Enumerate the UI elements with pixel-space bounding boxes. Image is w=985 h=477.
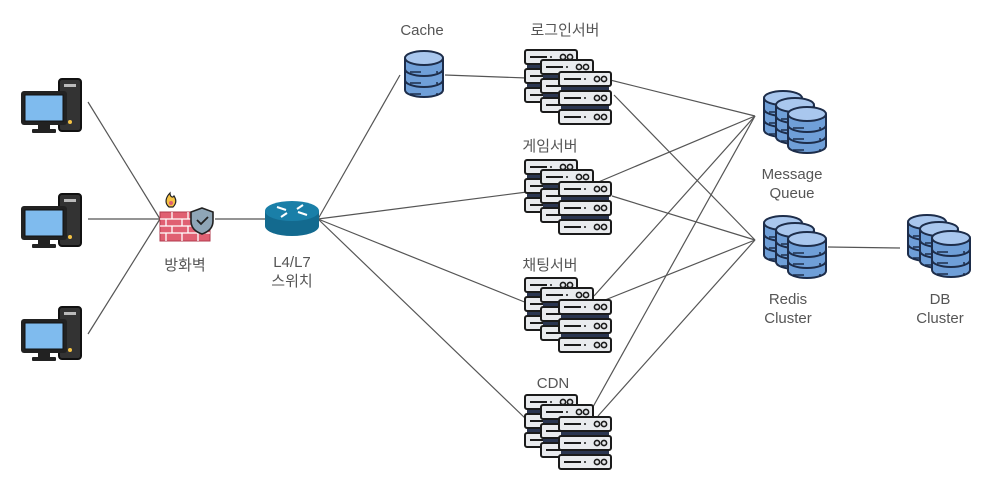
game-server-label: 게임서버 (522, 138, 578, 155)
edge-switch-game (317, 191, 528, 220)
cdn-server-icon (525, 395, 611, 469)
cache-label: Cache (400, 22, 444, 39)
edge-chat-redis (604, 239, 756, 301)
edge-pc1-firewall (87, 101, 161, 220)
edge-redis-db (827, 246, 901, 249)
edge-switch-cdn (317, 218, 528, 421)
edge-login-mq (597, 76, 756, 117)
pc-icon (20, 306, 82, 362)
chat-server-label: 채팅서버 (522, 257, 578, 274)
edge-game-redis (611, 195, 756, 241)
router-icon (265, 201, 319, 236)
redis-cluster-label: Redis Cluster (764, 291, 812, 327)
firewall-icon (159, 191, 214, 242)
db-cluster-label: DB Cluster (916, 291, 964, 327)
edge-switch-cache (317, 74, 401, 220)
message-queue-label: Message Queue (761, 166, 823, 202)
pc-icon (20, 193, 82, 249)
message-queue-cluster-icon (764, 91, 826, 153)
edge-game-mq (595, 115, 756, 184)
switch-label: L4/L7 스위치 (271, 254, 313, 290)
login-server-label: 로그인서버 (530, 22, 600, 39)
edge-cdn-mq (588, 115, 756, 415)
connection-lines (87, 74, 901, 421)
game-server-icon (525, 160, 611, 234)
pc-icon (20, 78, 82, 134)
db-cluster-icon (908, 215, 970, 277)
edge-login-redis (613, 94, 756, 241)
redis-cluster-icon (764, 216, 826, 278)
edge-switch-chat (317, 218, 528, 304)
edge-pc3-firewall (87, 218, 161, 335)
firewall-label: 방화벽 (164, 257, 206, 274)
cache-database-icon (404, 50, 444, 98)
edge-chat-mq (593, 115, 756, 297)
login-server-icon (525, 50, 611, 124)
chat-server-icon (525, 278, 611, 352)
cdn-label: CDN (536, 375, 570, 392)
edge-cache-login (444, 74, 528, 79)
edge-cdn-redis (597, 239, 756, 417)
